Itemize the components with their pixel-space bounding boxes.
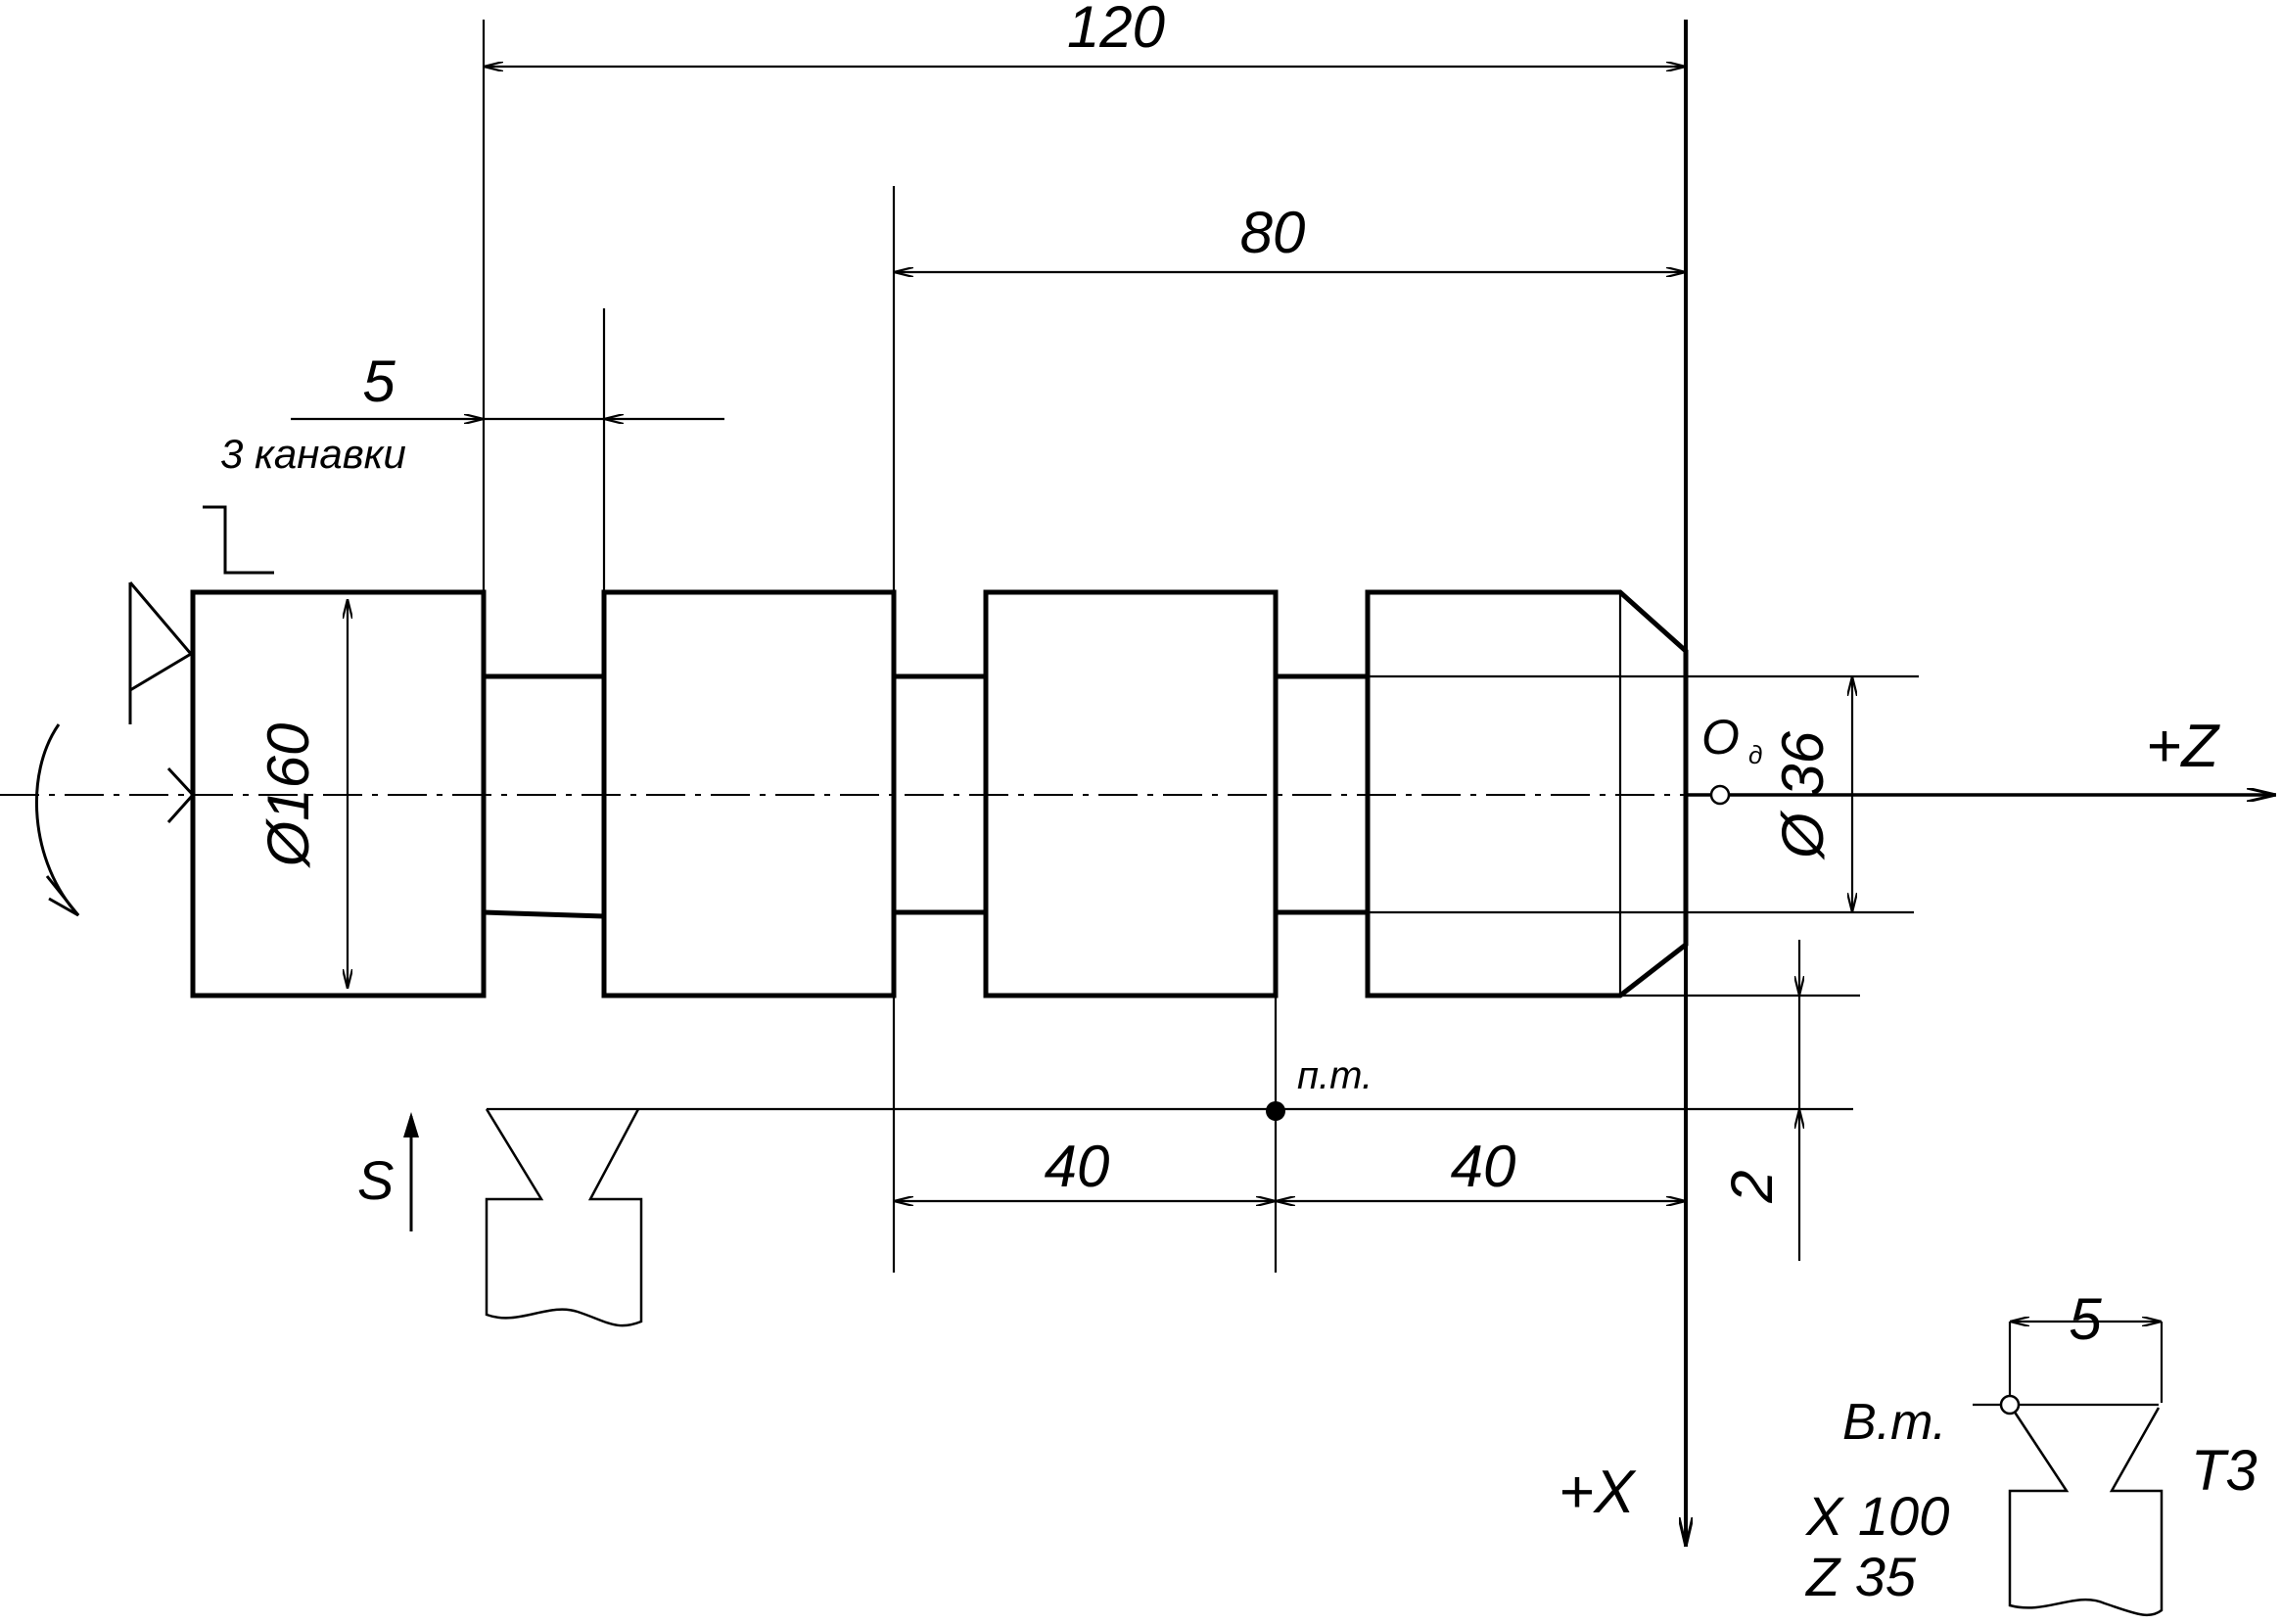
dimension-groove-width: 5 3 канавки	[220, 308, 724, 592]
origin-point	[1709, 784, 1731, 806]
vertex-point	[1999, 1394, 2021, 1415]
dimension-offset-2: 2	[1620, 940, 1860, 1261]
grooves-note: 3 канавки	[220, 431, 406, 477]
coord-x-label: X 100	[1804, 1485, 1949, 1547]
dim-seg2-value: 40	[1451, 1134, 1516, 1199]
x-axis-label: +X	[1559, 1459, 1637, 1526]
groove-necks	[483, 673, 1368, 919]
dim-120-value: 120	[1067, 0, 1165, 60]
dimension-diameter-right: Ø 36	[1276, 674, 1919, 914]
coord-z-label: Z 35	[1804, 1546, 1917, 1607]
origin-subscript: д	[1748, 740, 1762, 769]
dimension-120: 120	[482, 0, 1686, 592]
dim-dia-right-value: Ø 36	[1770, 730, 1836, 860]
groove-tool	[485, 1108, 643, 1327]
dim-groove-value: 5	[362, 348, 396, 414]
dim-dia-left-value: Ø160	[256, 723, 321, 869]
tool-change-point-label: п.т.	[1297, 1054, 1373, 1097]
tool-width-value: 5	[2069, 1286, 2102, 1352]
vertex-point-label: В.т.	[1842, 1394, 1946, 1451]
dim-seg1-value: 40	[1045, 1134, 1110, 1199]
origin-label: O	[1701, 710, 1740, 765]
tool-t3: 5 В.т. Т3 X 100 Z 35	[1804, 1286, 2258, 1617]
chuck-symbols	[34, 505, 274, 917]
feed-indicator: S	[357, 1112, 419, 1231]
tool-number-label: Т3	[2191, 1439, 2258, 1503]
dimension-diameter-left: Ø160	[256, 599, 348, 989]
dimension-40-40: 40 40	[894, 996, 1686, 1273]
dimension-80: 80	[892, 186, 1686, 1273]
feed-label: S	[357, 1149, 394, 1211]
dim-offset-value: 2	[1719, 1170, 1785, 1203]
z-axis-label: +Z	[2146, 713, 2220, 780]
dim-80-value: 80	[1240, 200, 1306, 265]
